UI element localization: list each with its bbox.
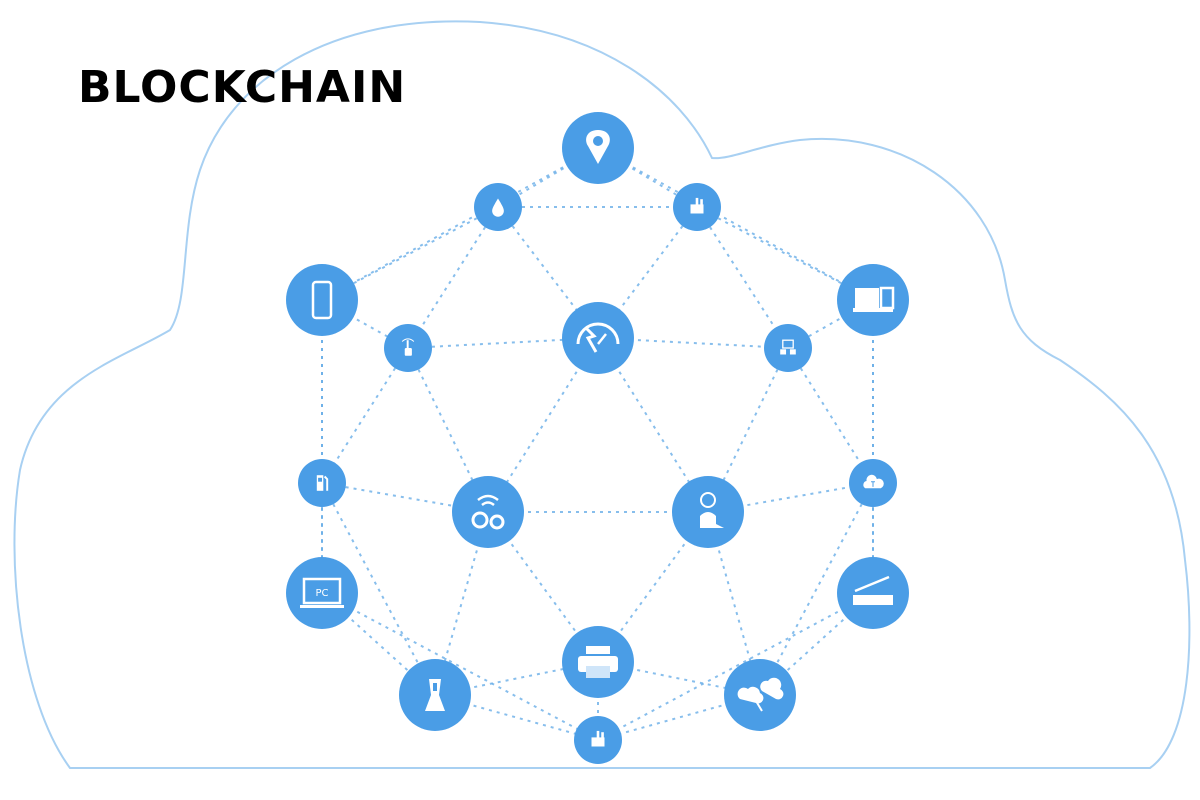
node-circle [837,557,909,629]
node-factory-top [673,183,721,231]
link-drop-touch [407,206,499,349]
node-circle [452,476,524,548]
idea-person-icon [700,492,724,528]
wifi-gears-icon [471,494,505,530]
node-touch [384,324,432,372]
node-speedometer [562,302,634,374]
nodes-layer: PC [286,112,909,764]
node-person [672,476,744,548]
node-pc: PC [286,557,358,629]
node-factory-bottom [574,716,622,764]
factory-icon [690,197,704,214]
node-circle [286,264,358,336]
fuel-pump-icon [316,475,329,491]
delivery-truck-icon [853,286,895,312]
touch-hand-icon [401,338,415,356]
link-network-cloud-node [787,347,874,484]
node-blender [399,659,471,731]
node-circle [562,302,634,374]
factory-icon [591,730,605,747]
smartphone-icon [311,280,333,320]
blender-icon [425,679,445,711]
svg-text:PC: PC [315,588,328,599]
node-cloud-node [849,459,897,507]
node-weather [724,659,796,731]
scanner-icon [853,575,893,605]
speedometer-icon [576,322,620,353]
link-drop-phone [321,206,499,301]
weather-cloud-icon [737,677,784,712]
link-cloud-node-weather [759,482,874,696]
link-location-phone [321,147,599,301]
link-factory-top-network [696,206,789,349]
node-circle [286,557,358,629]
node-printer [562,626,634,698]
laptop-pc-icon: PC [300,577,344,608]
node-location [562,112,634,184]
water-drop-icon [492,198,504,217]
cloud-icon [863,474,884,489]
link-fuel-blender [321,482,436,696]
node-phone [286,264,358,336]
node-gears [452,476,524,548]
node-scanner [837,557,909,629]
node-network [764,324,812,372]
printer-icon [578,646,618,678]
location-pin-icon [586,130,610,164]
link-location-truck [597,147,874,301]
node-fuel [298,459,346,507]
link-factory-top-truck [696,206,874,301]
diagram-title: BLOCKCHAIN [78,62,407,113]
network-devices-icon [780,339,796,355]
cloud-outline [13,20,1191,769]
node-truck [837,264,909,336]
link-touch-fuel [321,347,409,484]
node-drop [474,183,522,231]
